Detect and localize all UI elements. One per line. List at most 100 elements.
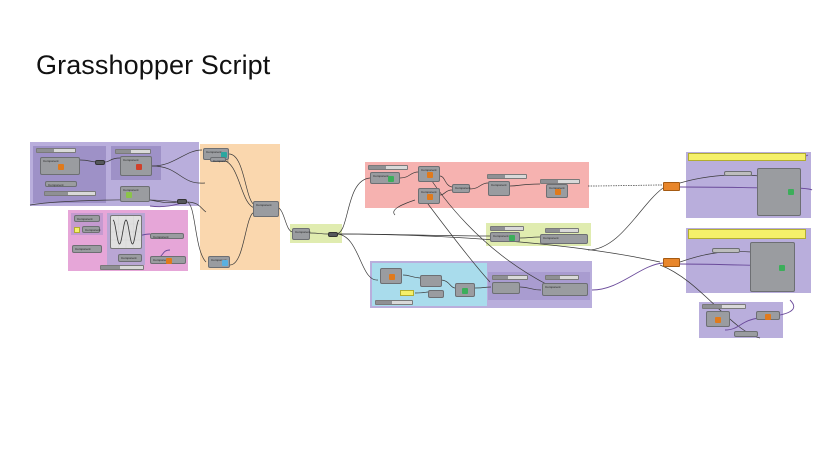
wire [509,183,541,187]
node-component-23[interactable]: Component [540,234,588,244]
wire [228,153,256,206]
graph-mapper[interactable] [110,215,142,249]
slider-input-3[interactable] [115,149,151,154]
slider-analysis-3[interactable] [540,179,580,184]
component-icon [388,176,394,182]
node-component-3[interactable]: Component [120,156,152,176]
node-component-22[interactable]: Component [490,232,520,242]
node-component-1[interactable]: Component [40,157,80,175]
wire [469,182,489,190]
node-c-2[interactable] [420,275,442,287]
node-component-14[interactable]: Component [208,256,230,268]
slider-analysis-6[interactable] [375,300,413,305]
node-output-c-3[interactable] [734,331,758,337]
node-component-8[interactable]: Component [118,254,142,262]
slider-analysis-8[interactable] [545,275,579,280]
wire [220,159,256,209]
component-icon [765,314,771,320]
node-component-7[interactable]: Component [72,245,102,253]
node-output-a-input[interactable] [724,171,752,176]
node-c-6[interactable]: Component [542,283,588,296]
node-component-17[interactable]: Component [418,166,440,182]
wire-purple [591,262,664,291]
wire [229,211,256,266]
node-component-5[interactable]: Component [74,215,100,222]
node-output-b-input[interactable] [712,248,740,253]
wire [679,174,761,184]
node-component-19[interactable]: Component [452,184,471,193]
relay-hub[interactable] [328,232,338,237]
component-icon [136,164,142,170]
component-icon [389,274,395,280]
node-c-1[interactable] [380,268,402,284]
component-icon [126,192,132,198]
node-output-a[interactable] [757,168,801,216]
slider-input-4[interactable] [100,265,144,270]
wire [399,171,419,179]
slider-analysis-5[interactable] [545,228,579,233]
slider-analysis-2[interactable] [487,174,527,179]
wire [439,279,456,289]
wire [402,274,421,279]
wire [104,157,121,163]
component-icon [222,260,228,266]
wire [185,201,207,213]
component-icon [427,194,433,200]
node-component-2[interactable]: Component [45,181,77,187]
relay-hub[interactable] [95,160,105,165]
text-panel[interactable] [400,290,414,296]
node-component-18[interactable]: Component [418,188,440,204]
wire [519,236,541,239]
node-output-b[interactable] [750,242,795,292]
node-merge[interactable]: Component [292,228,311,240]
slider-analysis-4[interactable] [490,226,524,231]
wire [679,251,753,263]
sine-curve-icon [111,216,141,248]
node-component-10[interactable]: Component [150,256,186,264]
wire [424,169,549,286]
wire [474,286,492,289]
node-component-16[interactable]: Component [370,172,400,184]
slider-analysis-7[interactable] [492,275,528,280]
node-output-c-1[interactable] [706,311,730,327]
node-c-3[interactable] [428,290,444,298]
wire [659,264,761,339]
node-component-9[interactable]: Component [150,233,184,239]
wire [151,165,206,184]
node-c-4[interactable] [455,283,475,297]
wire [335,233,379,281]
wire-purple [724,317,761,331]
wire [414,291,429,294]
slider-analysis-1[interactable] [368,165,408,170]
boolean-toggle[interactable] [74,227,80,233]
node-component-12[interactable]: Component [210,157,229,163]
cluster-a[interactable] [663,182,680,191]
node-component-13[interactable]: Component [253,201,279,217]
slider-input-2[interactable] [44,191,96,196]
wire [519,286,542,291]
wire [587,187,664,251]
node-component-6[interactable]: Component [82,226,101,233]
wire [393,199,416,216]
component-icon [555,189,561,195]
component-icon [58,164,64,170]
wire [151,149,203,167]
node-component-21[interactable]: Component [546,184,568,198]
wire [185,201,207,263]
component-icon [166,258,172,264]
text-panel-output-a[interactable] [688,153,806,161]
component-icon [427,172,433,178]
component-icon [509,235,515,241]
node-component-20[interactable]: Component [488,181,510,196]
relay-hub[interactable] [177,199,187,204]
node-component-4[interactable]: Component [120,186,150,202]
wire [439,175,453,188]
node-c-5[interactable] [492,282,520,294]
cluster-b[interactable] [663,258,680,267]
slider-output-c[interactable] [702,304,746,309]
slider-input-1[interactable] [36,148,76,153]
component-icon [715,317,721,323]
node-output-c-2[interactable] [756,311,780,320]
text-panel-output-b[interactable] [688,229,806,239]
